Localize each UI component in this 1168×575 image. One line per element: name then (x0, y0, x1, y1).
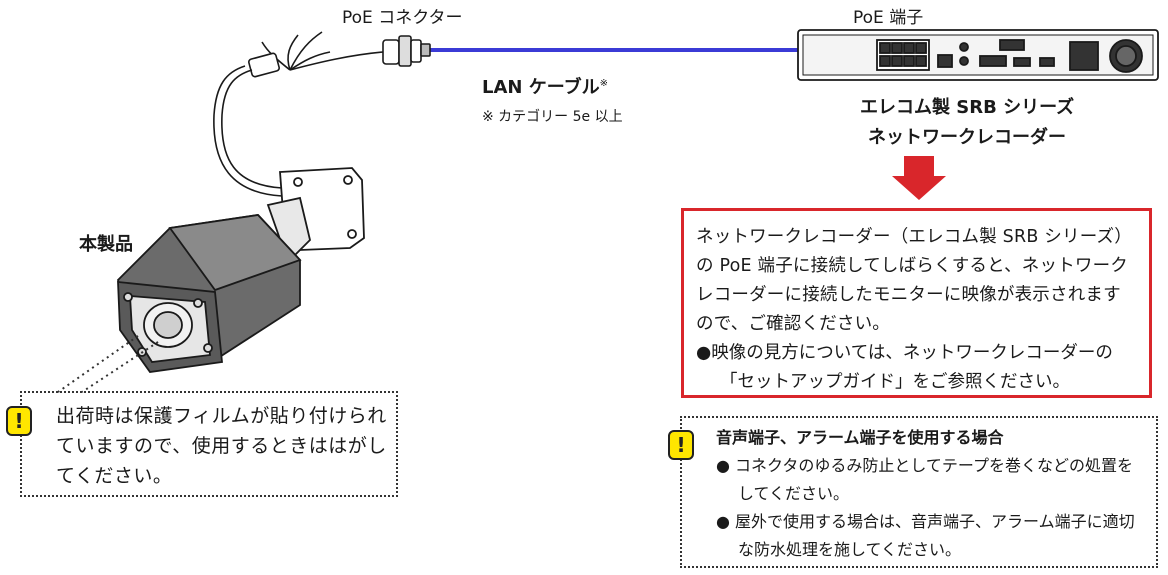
lan-cable-footnote-mark: ※ (599, 78, 609, 89)
recorder-info-bullet: ●映像の見方については、ネットワークレコーダーの「セットアップガイド」をご参照く… (696, 343, 1113, 392)
film-note-text: 出荷時は保護フィルムが貼り付けられていますので、使用するときははがしてください。 (56, 405, 387, 487)
camera-mount-graphic (266, 167, 365, 264)
recorder-info-text: ネットワークレコーダー（エレコム製 SRB シリーズ）の PoE 端子に接続して… (696, 227, 1132, 334)
recorder-info-note: ネットワークレコーダー（エレコム製 SRB シリーズ）の PoE 端子に接続して… (681, 208, 1152, 398)
warning-icon: ! (6, 406, 32, 436)
lan-cable-label: LAN ケーブル※ (482, 77, 609, 98)
camera-body-graphic (116, 214, 302, 373)
audio-note-bullet-1: ● コネクタのゆるみ防止としてテープを巻くなどの処置をしてください。 (716, 456, 1133, 503)
down-arrow (892, 156, 946, 200)
product-label: 本製品 (79, 234, 133, 255)
lan-cable-note: ※ カテゴリー 5e 以上 (482, 109, 623, 125)
film-note-leader (57, 335, 139, 393)
camera-wire-bundle (213, 31, 331, 197)
audio-note-bullet-2: ● 屋外で使用する場合は、音声端子、アラーム端子に適切な防水処理を施してください… (716, 512, 1135, 559)
audio-note-box: 音声端子、アラーム端子を使用する場合 ● コネクタのゆるみ防止としてテープを巻く… (680, 416, 1158, 568)
audio-note-title: 音声端子、アラーム端子を使用する場合 (716, 428, 1004, 447)
film-note-box: 出荷時は保護フィルムが貼り付けられていますので、使用するときははがしてください。 (20, 391, 398, 497)
poe-port-label: PoE 端子 (853, 8, 924, 28)
recorder-label-line2: ネットワークレコーダー (868, 127, 1066, 148)
poe-port-block (876, 39, 930, 71)
warning-icon: ! (668, 430, 694, 460)
recorder-label-line1: エレコム製 SRB シリーズ (860, 97, 1075, 118)
poe-connector-graphic (289, 35, 431, 71)
poe-connector-label: PoE コネクター (342, 8, 463, 28)
network-recorder-graphic (797, 29, 1159, 81)
